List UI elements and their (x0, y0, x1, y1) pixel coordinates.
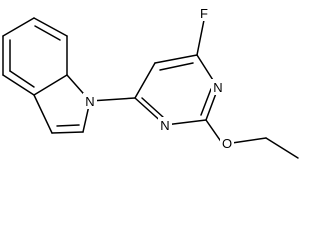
atom-label-text: N (85, 94, 94, 109)
double-bond-inner (34, 25, 61, 41)
bond (33, 17, 68, 37)
bond (51, 131, 84, 134)
atom-label-n-indole: N (83, 93, 97, 109)
ethoxy-group (205, 119, 299, 159)
structure-svg: F N N N O (2, 5, 299, 159)
indole-benzene-ring (2, 17, 68, 96)
bond-ch2-ch3 (265, 137, 299, 159)
double-bond-inner (9, 70, 35, 88)
double-bond-inner (159, 62, 194, 71)
bond-c-o (205, 119, 223, 144)
bond-indole-pyrimidine (89, 97, 136, 102)
indole-pyrrole-ring (33, 74, 91, 134)
bond-o-ch2 (231, 137, 267, 144)
atom-label-text: O (222, 136, 232, 151)
atom-label-f: F (197, 5, 211, 21)
bond (33, 94, 53, 134)
double-bond-inner (141, 97, 164, 118)
double-bond-inner (200, 88, 212, 116)
bond (33, 74, 68, 96)
atom-label-o: O (220, 135, 234, 151)
atom-label-text: F (200, 6, 208, 21)
bond (2, 74, 35, 96)
molecule-diagram: F N N N O (2, 5, 299, 159)
atom-label-text: N (213, 80, 222, 95)
bond (154, 54, 198, 64)
pyrimidine-ring (134, 54, 219, 126)
double-bond-inner (56, 124, 80, 127)
bond-c-f (196, 19, 205, 56)
bond (134, 62, 156, 99)
bond (2, 17, 35, 37)
atom-label-n-pyrimidine-1: N (158, 117, 172, 133)
atom-label-text: N (160, 118, 169, 133)
atom-label-n-pyrimidine-3: N (211, 79, 225, 95)
